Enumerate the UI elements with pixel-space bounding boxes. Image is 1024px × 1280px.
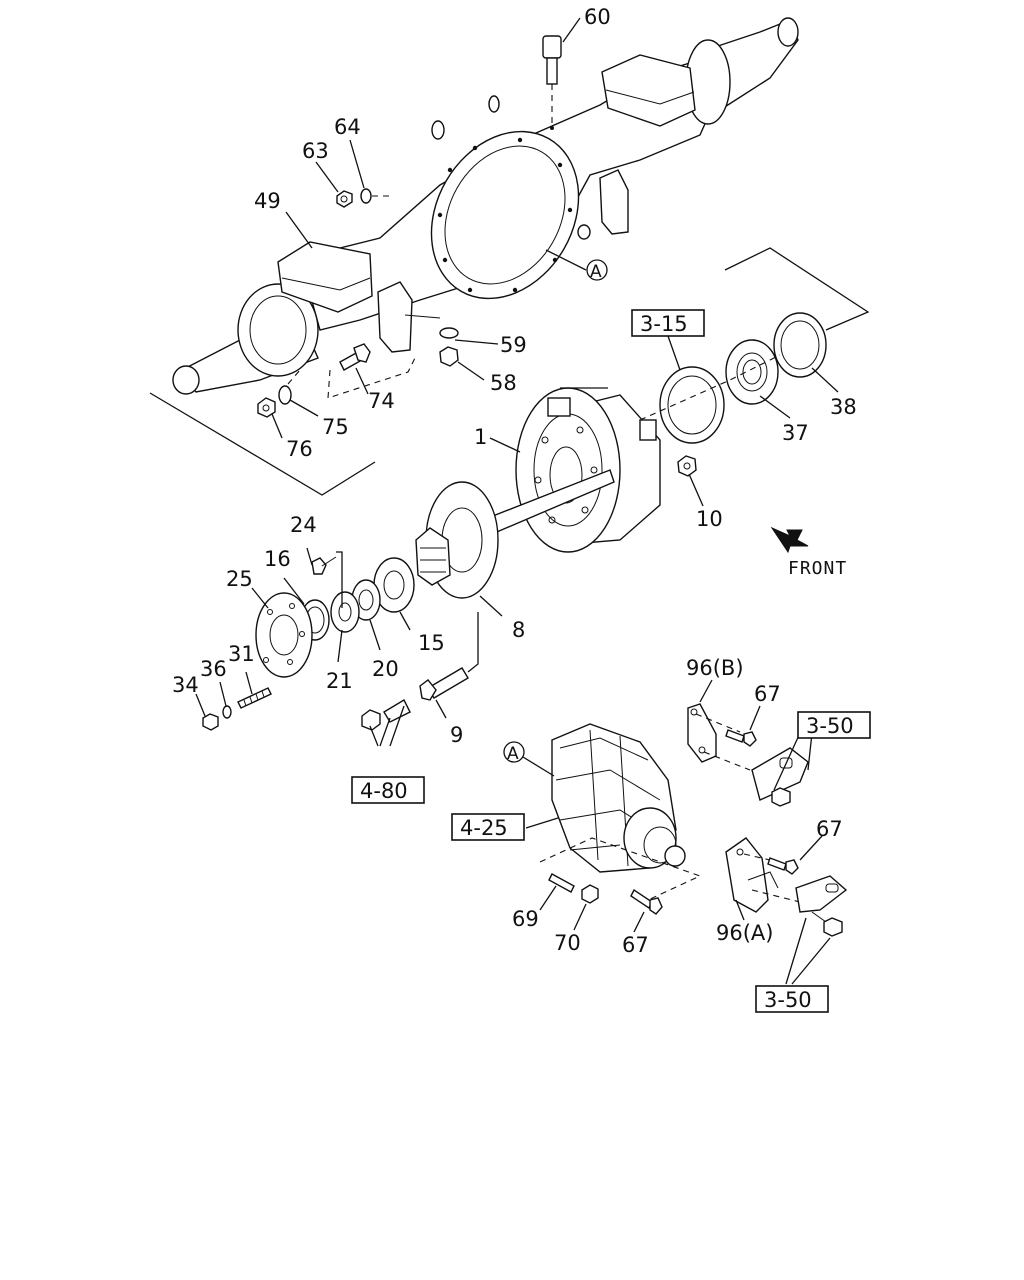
- breather-bolt: [542, 35, 562, 130]
- callout-49: 49: [254, 189, 281, 213]
- callout-24: 24: [290, 513, 317, 537]
- callout-67-top: 67: [754, 682, 781, 706]
- callout-21: 21: [326, 669, 353, 693]
- oil-seal-38: [773, 312, 827, 378]
- callout-70: 70: [554, 931, 581, 955]
- callout-34: 34: [172, 673, 199, 697]
- lock-washer-21: [330, 591, 360, 633]
- svg-text:A: A: [590, 262, 602, 282]
- nut-34: [202, 713, 219, 731]
- callout-60: 60: [584, 5, 611, 29]
- callout-36: 36: [200, 657, 227, 681]
- housing-boundary-lines: [149, 247, 870, 496]
- svg-text:3-50: 3-50: [806, 714, 854, 738]
- svg-text:3-50: 3-50: [764, 988, 812, 1012]
- callout-64: 64: [334, 115, 361, 139]
- nut-76: [257, 397, 276, 418]
- bolt-67-96a: [767, 857, 799, 875]
- callout-10: 10: [696, 507, 723, 531]
- callout-67-bottom: 67: [622, 933, 649, 957]
- hub-drum-1: [515, 387, 661, 553]
- svg-text:4-25: 4-25: [460, 816, 508, 840]
- callout-20: 20: [372, 657, 399, 681]
- callout-76: 76: [286, 437, 313, 461]
- differential-carrier: [539, 723, 702, 901]
- svg-text:A: A: [507, 744, 519, 764]
- callout-75: 75: [322, 415, 349, 439]
- callout-1: 1: [474, 425, 487, 449]
- callout-16: 16: [264, 547, 291, 571]
- nut-63: [336, 190, 353, 208]
- bracket-96b: [687, 703, 751, 771]
- bolt-67-diff: [630, 888, 663, 915]
- cover-plate-25: [255, 592, 313, 678]
- stud-31: [237, 687, 272, 709]
- callout-58: 58: [490, 371, 517, 395]
- bolt-67-96b: [725, 729, 757, 747]
- stud-69: [548, 873, 575, 893]
- washer-59: [439, 327, 459, 339]
- callout-25: 25: [226, 567, 253, 591]
- callout-9: 9: [450, 723, 463, 747]
- leader-lines: [195, 17, 839, 985]
- boxed-ref-3-50-upper: 3-50: [797, 711, 871, 739]
- svg-text:3-15: 3-15: [640, 312, 688, 336]
- bearing-37: [725, 339, 779, 405]
- boxed-ref-3-15: 3-15: [631, 309, 705, 337]
- ref-a-marker-differential: A: [503, 741, 525, 764]
- axle-housing: [172, 17, 799, 395]
- nut-58: [439, 346, 459, 367]
- nut-10: [677, 455, 697, 477]
- axle-shaft-8: [415, 469, 615, 599]
- callout-63: 63: [302, 139, 329, 163]
- callout-38: 38: [830, 395, 857, 419]
- ring-3-15: [659, 366, 725, 444]
- boxed-ref-3-50-lower: 3-50: [755, 985, 829, 1013]
- boxed-ref-4-80: 4-80: [351, 776, 425, 804]
- washer-75: [278, 369, 301, 405]
- callout-37: 37: [782, 421, 809, 445]
- banjo-bolt-holes: [437, 137, 573, 293]
- callout-96a: 96(A): [716, 921, 773, 945]
- front-label: FRONT: [788, 558, 847, 579]
- nut-70: [581, 884, 599, 904]
- hub-bolt-9: [419, 612, 479, 701]
- callout-59: 59: [500, 333, 527, 357]
- mount-3-50-upper: [751, 747, 809, 807]
- callout-8: 8: [512, 618, 525, 642]
- boxed-ref-4-25: 4-25: [451, 813, 525, 841]
- mount-3-50-lower: [795, 875, 848, 937]
- washer-64: [360, 188, 392, 204]
- callout-69: 69: [512, 907, 539, 931]
- callout-15: 15: [418, 631, 445, 655]
- callout-31: 31: [228, 642, 255, 666]
- bracket-96a: [725, 837, 801, 913]
- svg-text:4-80: 4-80: [360, 779, 408, 803]
- front-arrow-icon: [770, 526, 809, 554]
- callout-96b: 96(B): [686, 656, 744, 680]
- callout-74: 74: [368, 389, 395, 413]
- ref-a-marker-housing: A: [586, 259, 608, 282]
- bolt-74: [327, 343, 417, 399]
- bolt-24: [311, 551, 343, 608]
- callout-labels: 60 64 63 49 59 58 74 75 76 1 10 37 38 24…: [172, 5, 857, 957]
- callout-67-right: 67: [816, 817, 843, 841]
- washer-36: [222, 705, 232, 719]
- wheel-nut-4-80: [361, 699, 411, 731]
